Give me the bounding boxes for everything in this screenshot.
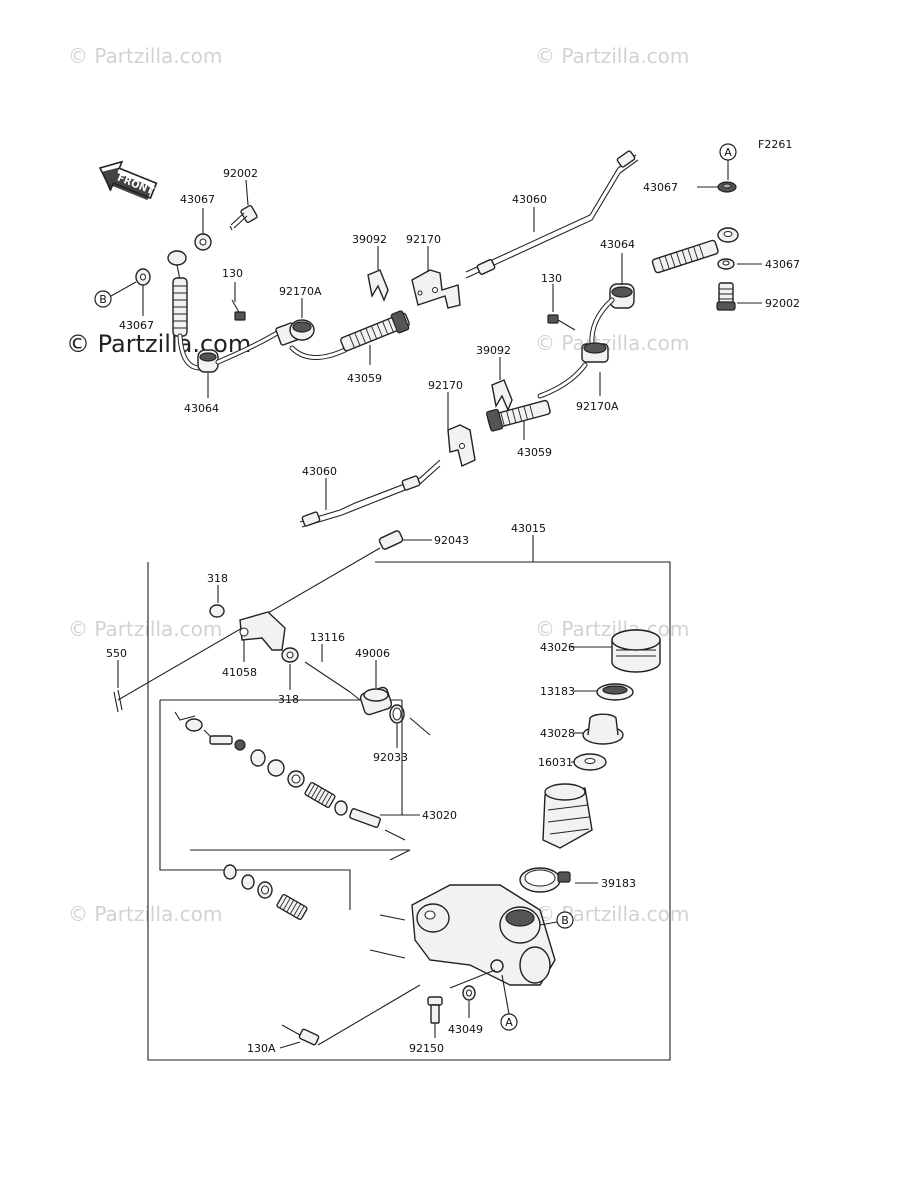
fitting-bolts	[281, 969, 496, 1046]
callout-41058: 41058	[222, 666, 257, 679]
marker-b-left: B	[94, 281, 137, 308]
callout-318-top: 318	[207, 572, 228, 585]
left-hose-assembly	[135, 204, 410, 373]
callout-92170A-right: 92170A	[576, 400, 619, 413]
front-arrow-icon: FRONT	[98, 160, 158, 201]
marker-a-top: A	[719, 143, 737, 180]
callout-49006: 49006	[355, 647, 390, 660]
pushrod-13116	[304, 661, 361, 701]
callout-92170-top: 92170	[406, 233, 441, 246]
svg-text:B: B	[99, 293, 107, 306]
svg-text:B: B	[561, 914, 569, 927]
clip-bracket-top	[367, 269, 461, 309]
callout-92150: 92150	[409, 1042, 444, 1055]
callout-43060-top: 43060	[512, 193, 547, 206]
callout-43059-mid: 43059	[517, 446, 552, 459]
callout-43067-left-bottom: 43067	[119, 319, 154, 332]
callout-39092-top: 39092	[352, 233, 387, 246]
right-hose-assembly	[447, 181, 739, 467]
marker-b-bottom: B	[539, 911, 574, 929]
master-cylinder-body	[369, 884, 556, 986]
pipe-mid	[299, 459, 441, 528]
svg-text:A: A	[724, 146, 732, 159]
callout-43067-left-top: 43067	[180, 193, 215, 206]
callout-16031: 16031	[538, 756, 573, 769]
assembly-frame	[147, 535, 671, 1061]
callout-92170-mid: 92170	[428, 379, 463, 392]
leader-lines	[117, 179, 762, 1049]
watermark-dark: © Partzilla.com	[66, 330, 251, 358]
callout-13116: 13116	[310, 631, 345, 644]
callout-92002-left: 92002	[223, 167, 258, 180]
callout-43028: 43028	[540, 727, 575, 740]
watermark: © Partzilla.com	[68, 44, 222, 68]
callout-43067-right-mid: 43067	[765, 258, 800, 271]
callout-92043: 92043	[434, 534, 469, 547]
callout-39092-mid: 39092	[476, 344, 511, 357]
reservoir-parts	[519, 629, 661, 893]
cotter-pin	[113, 689, 123, 713]
marker-a-bottom: A	[500, 974, 518, 1031]
callout-43020: 43020	[422, 809, 457, 822]
callout-43064-left: 43064	[184, 402, 219, 415]
callout-39183: 39183	[601, 877, 636, 890]
callout-43064-right: 43064	[600, 238, 635, 251]
callout-labels: 92002 43067 43067 43064 130 92170A 39092…	[106, 167, 800, 1055]
callout-13183: 13183	[540, 685, 575, 698]
kit-43020-parts	[174, 711, 411, 921]
clevis-41058	[209, 604, 299, 663]
watermark: © Partzilla.com	[68, 902, 222, 926]
callout-92002-right: 92002	[765, 297, 800, 310]
callout-130A: 130A	[247, 1042, 276, 1055]
callout-43015: 43015	[511, 522, 546, 535]
watermark: © Partzilla.com	[535, 331, 689, 355]
callout-43067-right-top: 43067	[643, 181, 678, 194]
pipe-top	[465, 150, 639, 279]
ring-92033	[389, 704, 431, 736]
callout-43026: 43026	[540, 641, 575, 654]
svg-text:A: A	[505, 1016, 513, 1029]
callout-130-left: 130	[222, 267, 243, 280]
callout-43049: 43049	[448, 1023, 483, 1036]
callout-92170A-left: 92170A	[279, 285, 322, 298]
callout-318-bottom: 318	[278, 693, 299, 706]
callout-130-right: 130	[541, 272, 562, 285]
figure-code: F2261	[758, 138, 792, 151]
callout-43059-top: 43059	[347, 372, 382, 385]
callout-43060-mid: 43060	[302, 465, 337, 478]
boot-49006	[359, 686, 393, 716]
watermark: © Partzilla.com	[535, 617, 689, 641]
callout-550: 550	[106, 647, 127, 660]
callout-92033: 92033	[373, 751, 408, 764]
watermark: © Partzilla.com	[535, 44, 689, 68]
watermark: © Partzilla.com	[68, 617, 222, 641]
